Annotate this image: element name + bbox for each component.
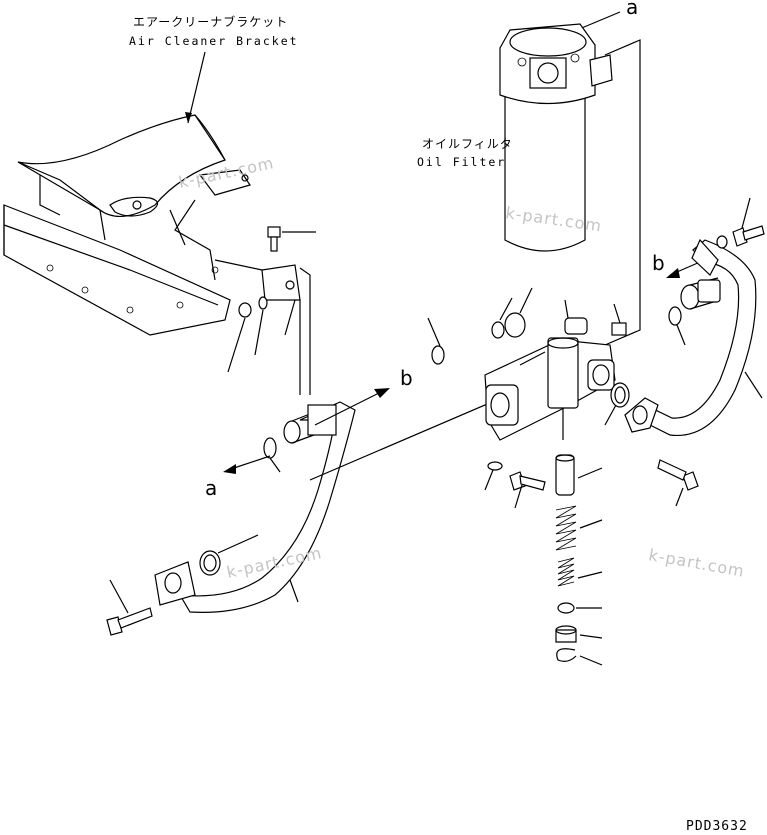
label-air-cleaner-bracket-jp: エアークリーナブラケット — [133, 14, 288, 29]
label-oil-filter-en: Oil Filter — [417, 155, 506, 169]
pipe-left — [154, 401, 356, 613]
ref-label-a-top: a — [626, 0, 638, 19]
relief-valve-spool — [555, 454, 603, 496]
connection-line-filter — [604, 39, 641, 346]
washer-right — [716, 235, 728, 249]
bracket-clamp — [214, 259, 311, 395]
label-oil-filter-jp: オイルフィルタ — [422, 137, 513, 151]
relief-valve-shim — [557, 602, 602, 614]
bolt-lower-left — [106, 579, 153, 636]
ref-arrow-b-left — [314, 388, 390, 426]
oring-valve-left — [427, 317, 445, 365]
ref-label-b-left: b — [400, 366, 413, 390]
washer-valve-lower — [484, 461, 503, 491]
relief-valve-spring-small — [557, 557, 603, 587]
nut-upper-left — [227, 302, 252, 373]
washer-upper-left — [254, 296, 268, 356]
plug-valve-top — [611, 303, 627, 336]
oil-filter — [499, 23, 613, 252]
gasket-left — [199, 534, 259, 576]
air-cleaner-bracket — [3, 51, 251, 336]
relief-valve-snap-ring — [556, 648, 603, 666]
bolt-upper-left — [267, 226, 316, 252]
ref-arrow-b-right — [666, 261, 701, 278]
valve-body — [484, 299, 616, 441]
relief-valve-spring-large — [555, 505, 603, 551]
ref-arrow-a-left — [223, 455, 271, 474]
watermark-4: k-part.com — [647, 545, 746, 581]
bolt-right-upper — [732, 197, 765, 247]
bolt-right-lower — [657, 459, 699, 507]
oring-left-a — [263, 437, 281, 473]
label-air-cleaner-bracket-en: Air Cleaner Bracket — [129, 34, 299, 48]
oring-valve-a — [491, 297, 513, 339]
bolt-valve-lower — [509, 471, 546, 509]
gasket-valve-right — [604, 382, 630, 426]
ref-label-a-left: a — [205, 476, 217, 500]
oring-right — [668, 306, 686, 346]
oring-valve-b — [504, 287, 533, 338]
drawing-code: PDD3632 — [686, 819, 748, 834]
connection-line-left — [309, 389, 521, 481]
relief-valve-plug — [555, 625, 603, 643]
pipe-right — [624, 238, 763, 437]
ref-label-b-right: b — [652, 251, 665, 275]
